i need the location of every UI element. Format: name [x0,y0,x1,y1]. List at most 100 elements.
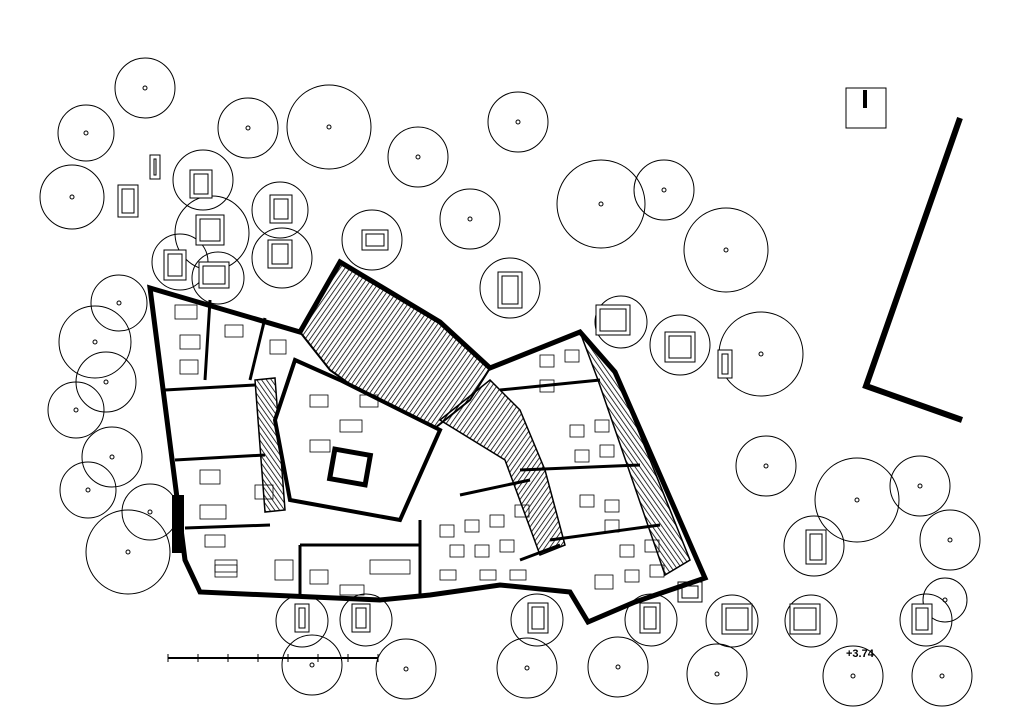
tree-trunk [142,85,148,91]
tree-trunk [403,666,409,672]
parked-car [121,188,135,214]
furniture-table [274,559,294,581]
parked-car [721,353,729,375]
furniture-table [509,569,527,581]
tree-canopy [594,295,648,349]
furniture-table [269,339,287,355]
parked-car [809,533,823,561]
elevation-label: +3.74 [846,648,875,660]
parked-car [725,607,749,631]
tree-trunk [85,487,91,493]
tree-canopy [822,645,884,707]
tree-canopy [172,149,234,211]
tree-canopy [899,593,953,647]
tree-canopy [633,159,695,221]
scale-bar [167,654,379,662]
furniture-table [594,419,610,433]
furniture-table [539,354,555,368]
tree-trunk [467,216,473,222]
parked-car [915,607,929,631]
furniture-table [199,469,221,485]
tree-canopy [683,207,769,293]
tree-canopy [57,104,115,162]
furniture-table [204,534,226,548]
tree-trunk [947,537,953,543]
tree-canopy [281,634,343,696]
furniture-table [179,334,201,350]
tree-canopy [649,314,711,376]
tree-trunk [125,549,131,555]
parked-car [599,308,627,332]
tree-canopy [47,381,105,439]
tree-canopy [705,594,759,648]
tree-canopy [496,637,558,699]
furniture-table [619,544,635,558]
parked-car [681,585,699,599]
furniture-table [539,379,555,393]
tree-canopy [81,426,143,488]
tree-canopy [75,351,137,413]
tree-canopy [889,455,951,517]
furniture-table [574,449,590,463]
tree-canopy [251,181,309,239]
hatched-stripe-middle [438,378,566,556]
tree-trunk [661,187,667,193]
furniture-table [649,564,665,578]
parked-car [668,335,692,359]
furniture-table [569,424,585,438]
furniture-table [474,544,490,558]
parking-spots-layer [117,154,933,635]
tree-trunk [854,497,860,503]
tree-canopy [251,227,313,289]
tree-canopy [375,638,437,700]
tree-trunk [83,130,89,136]
furniture-table [309,394,329,408]
tree-trunk [109,454,115,460]
tree-canopy [286,84,372,170]
furniture-table [339,584,365,596]
tree-trunk [147,509,153,515]
furniture-table [359,394,379,408]
furniture-table [214,564,238,578]
parked-car [298,607,306,629]
tree-canopy [784,594,838,648]
parked-car [793,607,817,631]
furniture-table [339,419,363,433]
parked-car [273,198,289,220]
furniture-table [479,569,497,581]
tree-canopy [814,457,900,543]
building [147,258,709,626]
tree-canopy [217,97,279,159]
furniture-table [564,349,580,363]
tree-canopy [387,126,449,188]
furniture-table [309,439,331,453]
tree-trunk [326,124,332,130]
tree-trunk [515,119,521,125]
furniture-layer [174,304,665,596]
tree-trunk [116,300,122,306]
tree-canopy [487,91,549,153]
furniture-table [174,304,198,320]
tree-canopy [439,188,501,250]
furniture-table [214,559,238,573]
tree-canopy [341,209,403,271]
tree-trunk [758,351,764,357]
road-edge [862,117,964,423]
parked-car [643,606,657,630]
furniture-table [624,569,640,583]
tree-trunk [598,201,604,207]
parked-car [193,173,209,195]
tree-canopy [90,274,148,332]
tree-canopy [59,461,117,519]
tree-canopy [919,509,981,571]
parked-car [167,253,183,277]
tree-canopy [479,257,541,319]
tree-canopy [911,645,973,707]
tree-trunk [723,247,729,253]
parked-car [153,158,157,176]
furniture-table [224,324,244,338]
furniture-table [594,574,614,590]
hatched-stripe-right [579,331,691,577]
tree-canopy [339,593,393,647]
